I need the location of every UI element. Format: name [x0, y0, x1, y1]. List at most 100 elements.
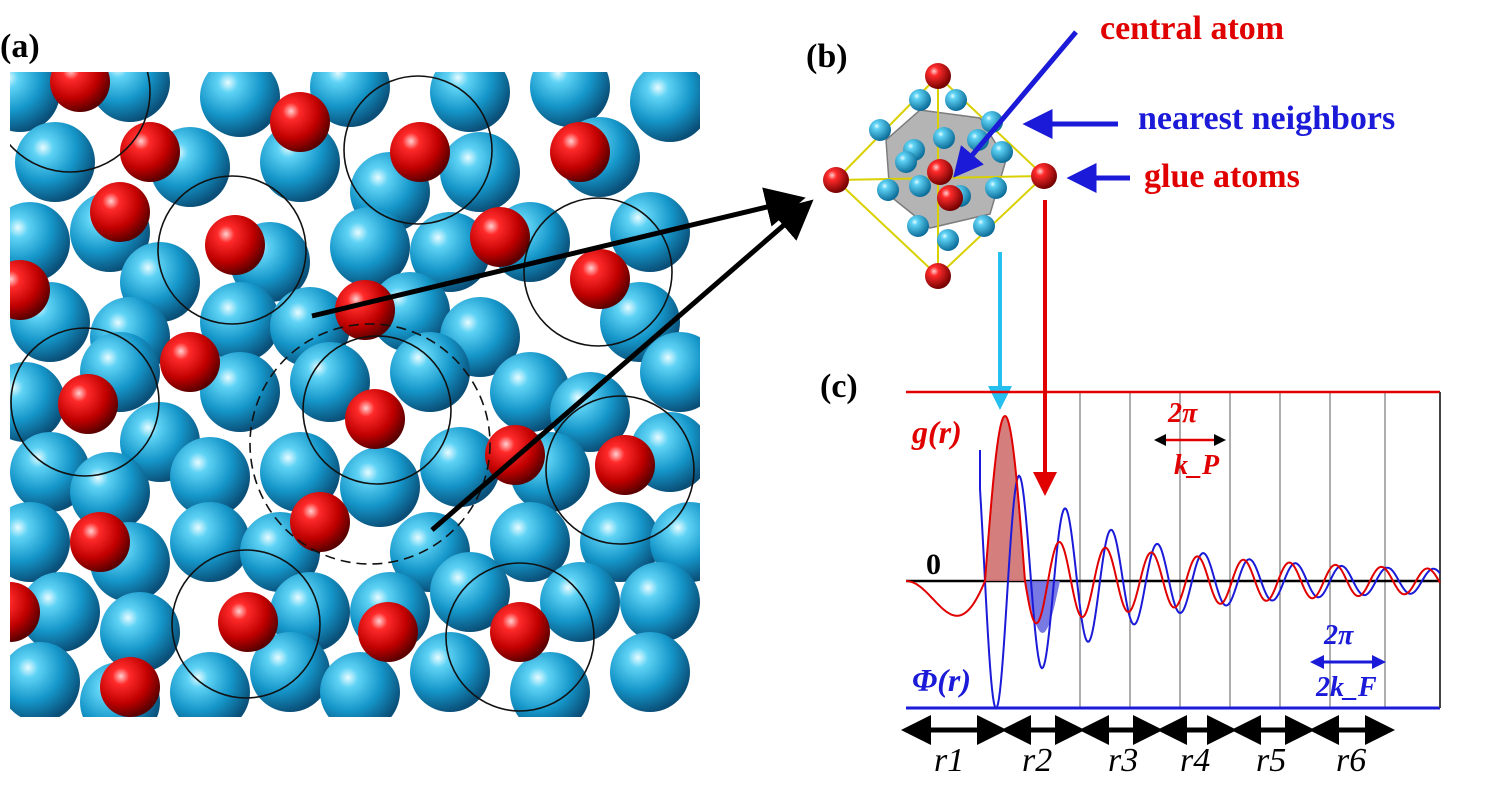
kf-arrow-left-head	[1310, 655, 1324, 669]
glue-atom	[50, 72, 110, 112]
kp-label-bottom: k_P	[1174, 450, 1220, 481]
matrix-atom	[630, 72, 700, 142]
matrix-atom	[550, 372, 630, 452]
kp-arrow-left-head	[1154, 434, 1166, 446]
matrix-atom	[410, 212, 490, 292]
kf-label-bottom: 2k_F	[1316, 672, 1377, 703]
g-curve	[906, 414, 1441, 625]
matrix-atom	[390, 332, 470, 412]
atom-packing-svg	[10, 72, 700, 717]
kp-label-top: 2π	[1168, 398, 1198, 429]
nearest-neighbors-label: nearest neighbors	[1138, 100, 1396, 137]
glue-atom	[470, 207, 530, 267]
matrix-atom	[170, 652, 250, 717]
matrix-atom	[490, 502, 570, 582]
neighbor-atom	[895, 151, 917, 173]
glue-atom	[10, 260, 50, 320]
g-axis-label: g(r)	[912, 414, 962, 450]
kp-arrow-right-head	[1214, 434, 1226, 446]
matrix-atom	[10, 642, 80, 717]
neighbor-atom	[933, 127, 955, 149]
glue-atom	[100, 657, 160, 717]
shell-label: r3	[1108, 742, 1139, 779]
matrix-atom	[170, 437, 250, 517]
cluster-circle	[171, 549, 321, 699]
shell-label: r4	[1180, 742, 1211, 779]
cluster-circle	[10, 72, 151, 173]
glue-atom	[490, 602, 550, 662]
matrix-atom	[200, 282, 280, 362]
matrix-atom	[200, 72, 280, 137]
matrix-atom	[170, 502, 250, 582]
panel-label-b: (b)	[806, 38, 848, 75]
matrix-atom	[430, 72, 510, 132]
central-atom-arrow	[953, 30, 1078, 178]
glue-atom	[205, 215, 265, 275]
shell-label: r2	[1022, 742, 1053, 779]
arrow-a-to-b-lower	[430, 199, 814, 532]
matrix-atom	[290, 342, 370, 422]
shell-label: r5	[1256, 742, 1287, 779]
kf-label-top: 2π	[1324, 620, 1354, 651]
matrix-atom	[250, 632, 330, 712]
matrix-atom	[200, 352, 280, 432]
glue-atom-cluster	[925, 63, 951, 89]
zero-label: 0	[926, 548, 941, 581]
glue-atom	[70, 512, 130, 572]
matrix-atom	[20, 572, 100, 652]
shell-label: r6	[1336, 742, 1367, 779]
glue-atom	[218, 592, 278, 652]
glue-atom-cluster	[823, 167, 849, 193]
atom-packing-panel	[10, 72, 700, 717]
neighbor-atom	[945, 89, 967, 111]
matrix-atom	[15, 122, 95, 202]
cluster-circle	[157, 175, 307, 325]
central-atom-label: central atom	[1100, 10, 1285, 47]
cluster-atoms	[823, 63, 1057, 289]
cluster-circle	[523, 197, 673, 347]
glue-atom-cluster	[1031, 163, 1057, 189]
matrix-atom	[10, 72, 60, 132]
glue-atom-cluster	[925, 263, 951, 289]
kf-arrow-right-head	[1372, 655, 1386, 669]
glue-atoms-label: glue atoms	[1144, 158, 1300, 195]
neighbor-atom	[909, 175, 931, 197]
cluster-circle	[10, 327, 160, 477]
matrix-atom	[340, 447, 420, 527]
plot-c	[901, 390, 1441, 745]
matrix-atom	[530, 72, 610, 127]
glue-atom	[290, 492, 350, 552]
glue-atom	[550, 122, 610, 182]
panel-label-a: (a)	[0, 28, 40, 65]
glue-atom	[120, 122, 180, 182]
glue-atom-cluster	[937, 185, 963, 211]
neighbor-atom	[909, 89, 931, 111]
glue-atom	[570, 249, 630, 309]
matrix-atom	[540, 562, 620, 642]
plot-grid	[1079, 392, 1386, 708]
matrix-atom	[10, 502, 70, 582]
glue-atom	[10, 582, 40, 642]
cluster-circle	[545, 395, 695, 545]
glue-atom	[58, 374, 118, 434]
neighbor-atom	[991, 141, 1013, 163]
matrix-atom	[650, 502, 700, 582]
first-peak-fill	[985, 416, 1025, 581]
neighbor-atom	[985, 177, 1007, 199]
glue-atom-cluster	[927, 159, 953, 185]
glue-atom	[345, 389, 405, 449]
matrix-atom	[310, 72, 390, 127]
cluster-model	[823, 63, 1057, 289]
phi-axis-label: Φ(r)	[912, 662, 972, 698]
phi-curve	[979, 450, 1441, 710]
dashed-cluster-circle	[249, 323, 491, 565]
matrix-atom	[330, 207, 410, 287]
matrix-atom	[440, 132, 520, 212]
cluster-circle	[302, 335, 452, 485]
matrix-atom	[640, 332, 700, 412]
neighbor-atom	[877, 179, 899, 201]
cluster-circles	[10, 72, 695, 712]
matrix-atom	[100, 592, 180, 672]
cluster-circle	[445, 562, 595, 712]
glue-atom	[358, 602, 418, 662]
